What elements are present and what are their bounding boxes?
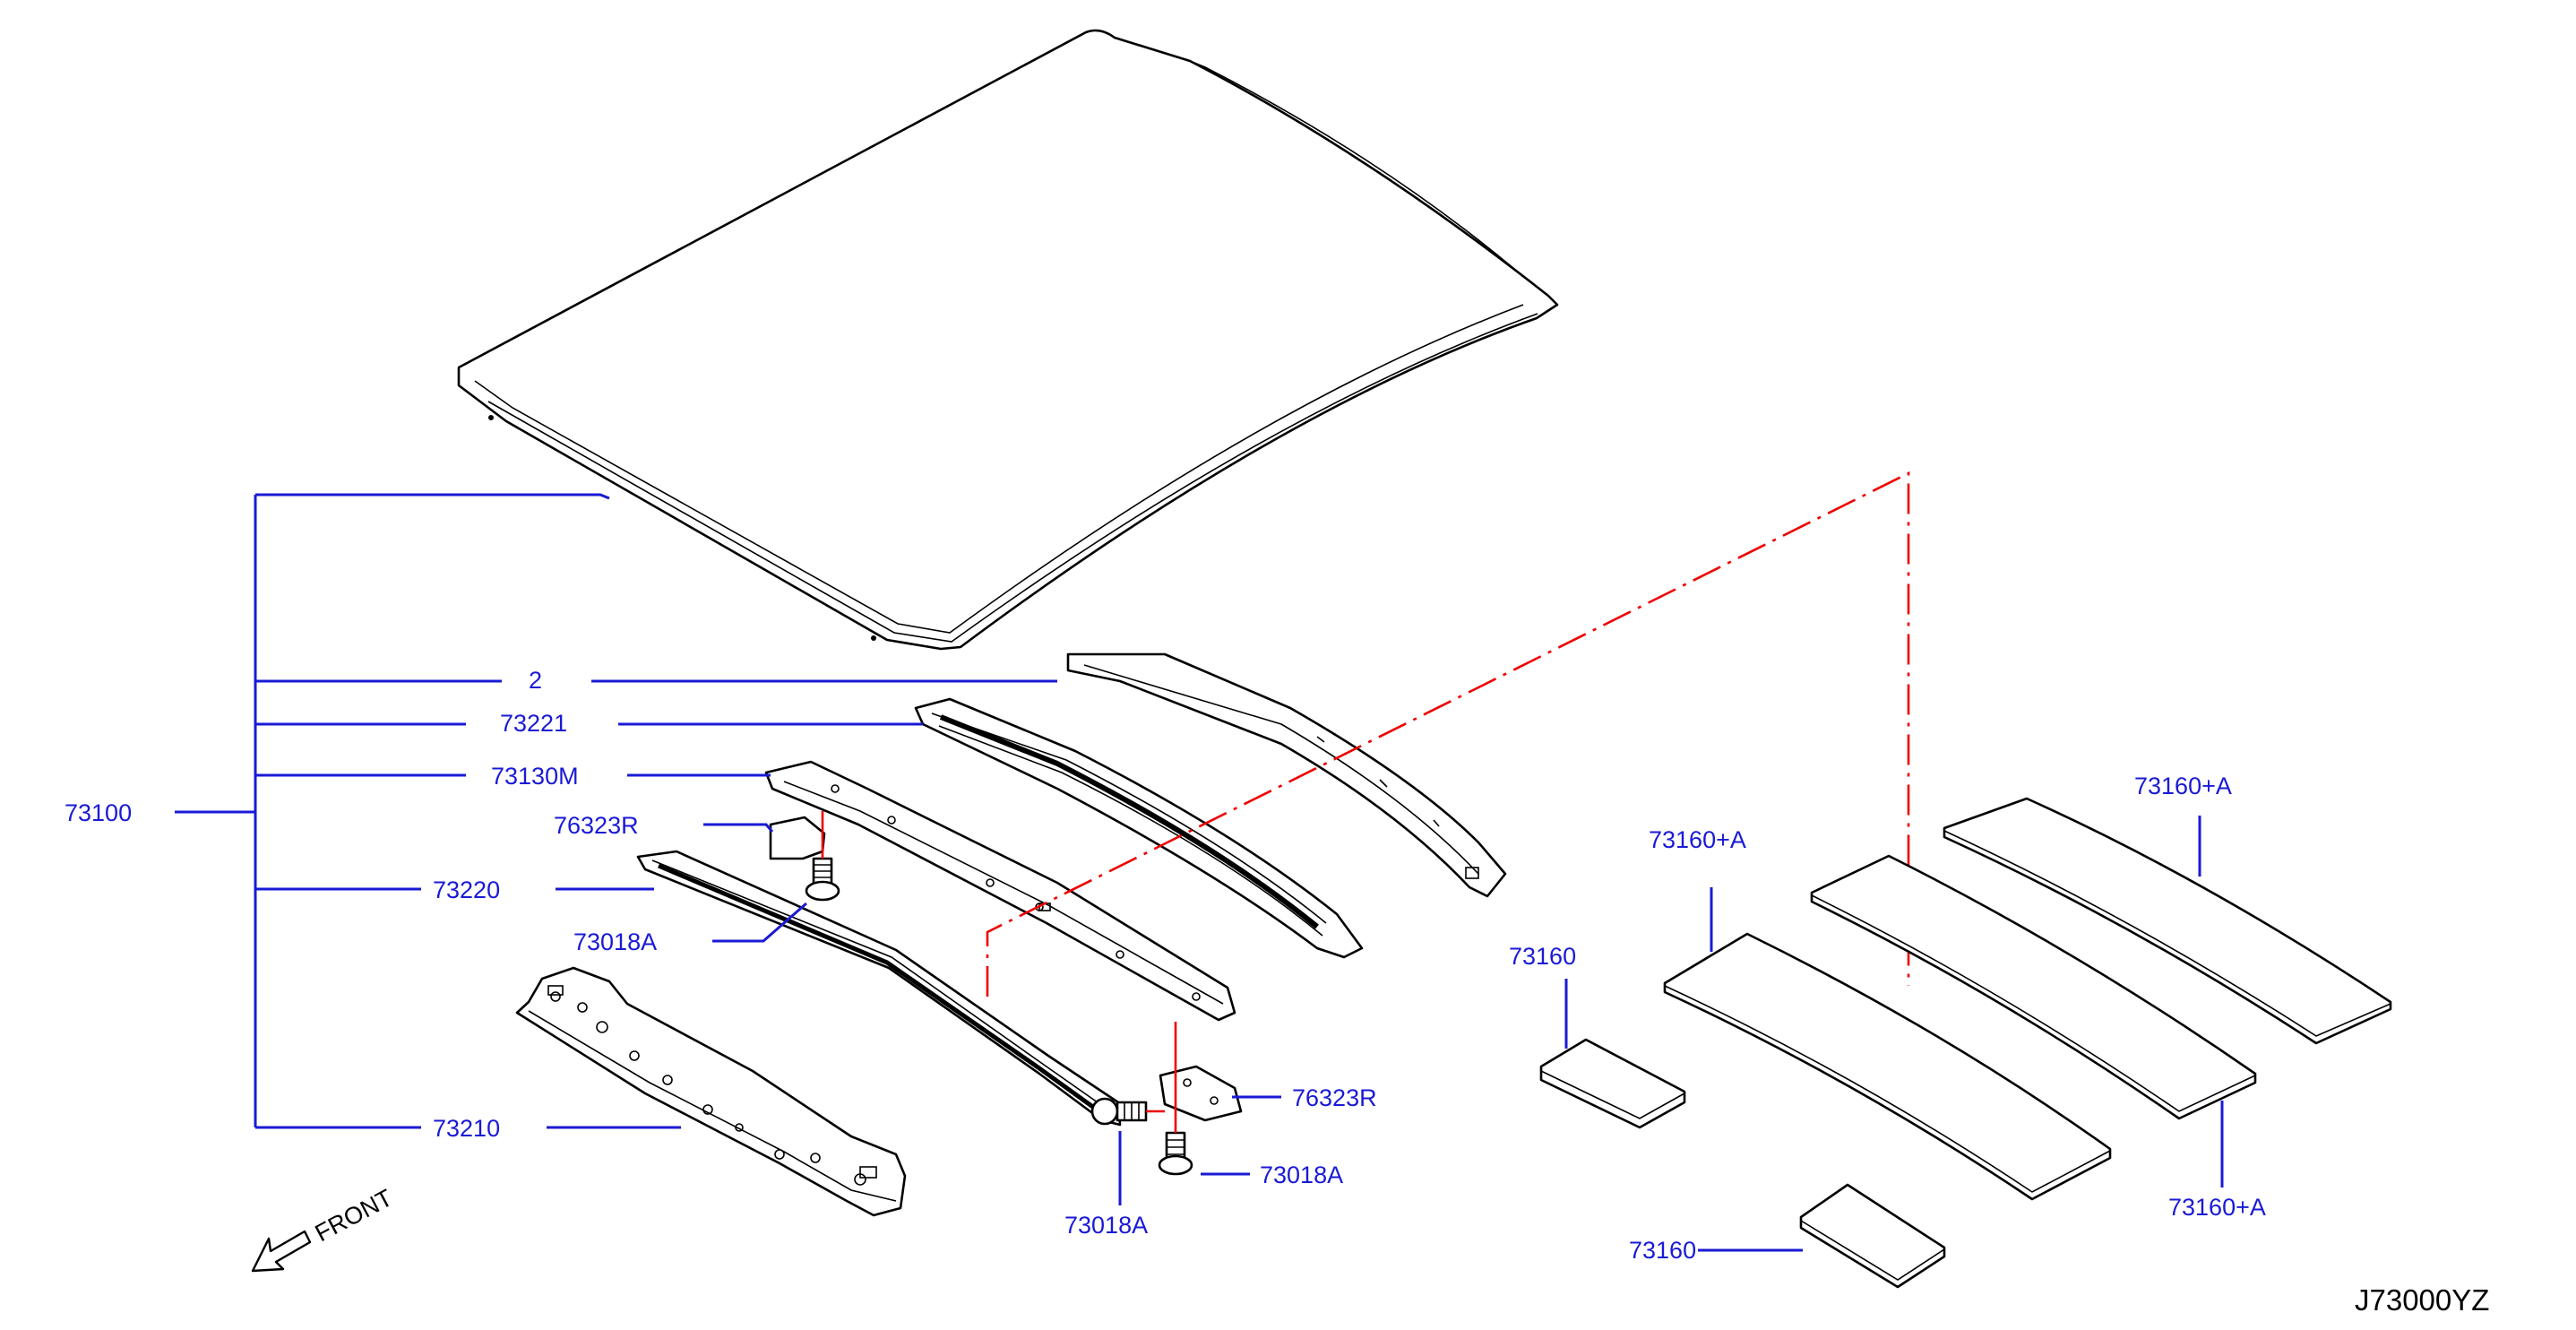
label-73210: 73210 xyxy=(433,1115,500,1142)
roof-rail-73221 xyxy=(914,697,1364,959)
front-label: FRONT xyxy=(311,1184,397,1247)
diagram-code: J73000YZ xyxy=(2355,1283,2489,1317)
label-76323r-upper: 76323R xyxy=(554,812,639,839)
bolt-73018a-lower-right xyxy=(1158,1131,1193,1176)
roof-pad-73160a-2 xyxy=(1810,854,2257,1120)
label-73130m: 73130M xyxy=(491,763,579,790)
label-73018a-lower: 73018A xyxy=(1064,1212,1148,1239)
label-73160-bottom: 73160 xyxy=(1629,1237,1696,1264)
label-rail-partial: 2 xyxy=(529,667,542,694)
label-76323r-lower: 76323R xyxy=(1292,1084,1377,1111)
alignment-line xyxy=(986,471,1910,997)
bracket-76323r-lower xyxy=(1159,1065,1243,1122)
roof-bow-73130m xyxy=(764,760,1236,1022)
label-73160a-2: 73160+A xyxy=(2134,773,2232,799)
label-73221: 73221 xyxy=(500,710,567,737)
bracket-76323r-upper xyxy=(769,816,826,860)
label-73018a-lower-right: 73018A xyxy=(1260,1162,1343,1188)
leader-lines xyxy=(175,493,2224,1252)
label-73018a-left: 73018A xyxy=(573,928,657,955)
roof-panel xyxy=(457,29,1559,651)
roof-rail-73220 xyxy=(636,850,1122,1127)
bolt-73018a-lower xyxy=(1090,1097,1148,1126)
front-roof-rail-73210 xyxy=(515,966,907,1217)
label-73160-top: 73160 xyxy=(1509,943,1576,970)
bolt-73018a-left xyxy=(805,857,840,902)
rear-roof-rail xyxy=(1066,652,1507,898)
label-73220: 73220 xyxy=(433,877,500,903)
roof-pad-73160a-1 xyxy=(1663,932,2112,1201)
roof-pad-73160-bottom xyxy=(1799,1183,1946,1289)
roof-pad-73160-top xyxy=(1539,1038,1686,1129)
label-73160a-1: 73160+A xyxy=(1649,826,1746,853)
label-73160a-3: 73160+A xyxy=(2168,1194,2266,1221)
label-73100: 73100 xyxy=(65,799,132,826)
roof-pad-73160a-3 xyxy=(1943,797,2392,1045)
front-arrow-icon xyxy=(251,1230,312,1273)
